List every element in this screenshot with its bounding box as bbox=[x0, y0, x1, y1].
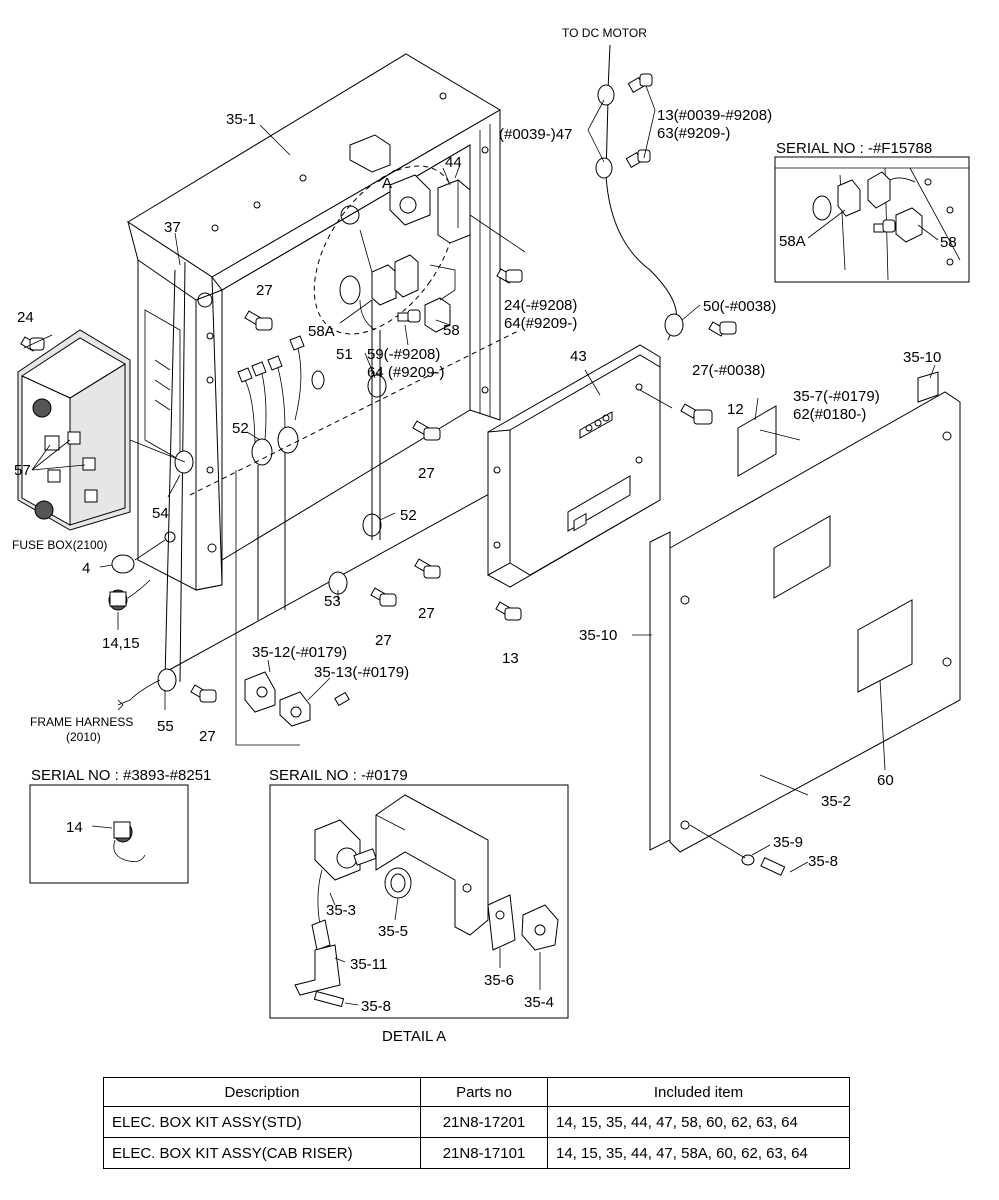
label-frame-harness: FRAME HARNESS bbox=[30, 715, 133, 729]
label-43: 43 bbox=[570, 348, 587, 365]
label-0039-47: (#0039-)47 bbox=[499, 126, 572, 143]
inset-f15788-label-58: 58 bbox=[940, 234, 957, 251]
label-13: 13 bbox=[502, 650, 519, 667]
cell-parts-no: 21N8-17201 bbox=[420, 1106, 548, 1138]
label-51: 51 bbox=[336, 346, 353, 363]
label-44: 44 bbox=[445, 154, 462, 171]
label-63: 63(#9209-) bbox=[657, 125, 730, 142]
dc-motor-harness bbox=[587, 44, 701, 341]
label-detail-a: DETAIL A bbox=[382, 1028, 446, 1045]
label-58a: 58A bbox=[308, 323, 335, 340]
label-13-0039: 13(#0039-#9208) bbox=[657, 107, 772, 124]
table-row: ELEC. BOX KIT ASSY(CAB RISER) 21N8-17101… bbox=[103, 1137, 850, 1169]
label-27-b: 27 bbox=[418, 465, 435, 482]
label-to-dc-motor: TO DC MOTOR bbox=[562, 26, 647, 40]
label-35-11: 35-11 bbox=[350, 956, 387, 973]
inset-serial-f15788 bbox=[774, 156, 970, 283]
label-35-8-b: 35-8 bbox=[361, 998, 391, 1015]
label-35-1: 35-1 bbox=[226, 111, 256, 128]
label-35-4: 35-4 bbox=[524, 994, 554, 1011]
label-35-10-b: 35-10 bbox=[579, 627, 617, 644]
label-35-2: 35-2 bbox=[821, 793, 851, 810]
label-35-12: 35-12(-#0179) bbox=[252, 644, 347, 661]
relay-58-group bbox=[339, 254, 456, 333]
label-50: 50(-#0038) bbox=[703, 298, 776, 315]
controller-43 bbox=[487, 344, 673, 588]
cell-description: ELEC. BOX KIT ASSY(STD) bbox=[103, 1106, 421, 1138]
label-55: 55 bbox=[157, 718, 174, 735]
harness-connectors bbox=[237, 300, 387, 620]
label-35-8-a: 35-8 bbox=[808, 853, 838, 870]
inset-3893-title: SERIAL NO : #3893-#8251 bbox=[31, 767, 211, 784]
label-57: 57 bbox=[14, 462, 31, 479]
relay-44 bbox=[437, 164, 526, 253]
inset-0179-title: SERAIL NO : -#0179 bbox=[269, 767, 408, 784]
label-54: 54 bbox=[152, 505, 169, 522]
label-a: A bbox=[382, 175, 392, 192]
cell-description: ELEC. BOX KIT ASSY(CAB RISER) bbox=[103, 1137, 421, 1169]
label-35-10-a: 35-10 bbox=[903, 349, 941, 366]
switches-35-12-35-13 bbox=[244, 659, 350, 727]
clamp-55 bbox=[157, 668, 177, 692]
label-27-d: 27 bbox=[375, 632, 392, 649]
switch-14-15 bbox=[108, 579, 151, 630]
label-59: 59(-#9208) bbox=[367, 346, 440, 363]
label-27-f: 27(-#0038) bbox=[692, 362, 765, 379]
table-header-row: Description Parts no Included item bbox=[103, 1077, 850, 1107]
inset-serial-3893 bbox=[29, 784, 189, 884]
label-27-e: 27 bbox=[199, 728, 216, 745]
label-62: 62(#0180-) bbox=[793, 406, 866, 423]
header-description: Description bbox=[103, 1077, 421, 1107]
label-24-b: 24(-#9208) bbox=[504, 297, 577, 314]
label-35-3: 35-3 bbox=[326, 902, 356, 919]
label-52-b: 52 bbox=[400, 507, 417, 524]
label-2010: (2010) bbox=[66, 730, 101, 744]
parts-table: Description Parts no Included item ELEC.… bbox=[103, 1077, 850, 1169]
label-53: 53 bbox=[324, 593, 341, 610]
cap-4 bbox=[111, 554, 135, 574]
cell-parts-no: 21N8-17101 bbox=[420, 1137, 548, 1169]
label-12: 12 bbox=[727, 401, 744, 418]
electric-box-housing bbox=[127, 53, 501, 591]
cell-included-item: 14, 15, 35, 44, 47, 58A, 60, 62, 63, 64 bbox=[547, 1137, 850, 1169]
inset-f15788-title: SERIAL NO : -#F15788 bbox=[776, 140, 932, 157]
label-35-5: 35-5 bbox=[378, 923, 408, 940]
label-27-c: 27 bbox=[418, 605, 435, 622]
header-included-item: Included item bbox=[547, 1077, 850, 1107]
label-35-13: 35-13(-#0179) bbox=[314, 664, 409, 681]
inset-serial-0179 bbox=[269, 784, 569, 1019]
label-35-6: 35-6 bbox=[484, 972, 514, 989]
label-27-a: 27 bbox=[256, 282, 273, 299]
parts-diagram: TO DC MOTOR 35-1 A 44 37 27 24 58A 58 51… bbox=[12, 26, 970, 1045]
table-row: ELEC. BOX KIT ASSY(STD) 21N8-17201 14, 1… bbox=[103, 1106, 850, 1138]
label-64-b: 64(#9209-) bbox=[504, 315, 577, 332]
inset-f15788-label-58a: 58A bbox=[779, 233, 806, 250]
label-14-15: 14,15 bbox=[102, 635, 140, 652]
label-60: 60 bbox=[877, 772, 894, 789]
bolts bbox=[20, 268, 737, 703]
label-37: 37 bbox=[164, 219, 181, 236]
label-4: 4 bbox=[82, 560, 90, 577]
fuse-box bbox=[17, 329, 186, 531]
label-24-a: 24 bbox=[17, 309, 34, 326]
cell-included-item: 14, 15, 35, 44, 47, 58, 60, 62, 63, 64 bbox=[547, 1106, 850, 1138]
label-14: 14 bbox=[66, 819, 83, 836]
label-64-a: 64 (#9209-) bbox=[367, 364, 445, 381]
label-58: 58 bbox=[443, 322, 460, 339]
label-52-a: 52 bbox=[232, 420, 249, 437]
label-35-7: 35-7(-#0179) bbox=[793, 388, 880, 405]
label-fuse-box: FUSE BOX(2100) bbox=[12, 538, 107, 552]
header-parts-no: Parts no bbox=[420, 1077, 548, 1107]
label-35-9: 35-9 bbox=[773, 834, 803, 851]
cover-35-2 bbox=[632, 364, 961, 876]
